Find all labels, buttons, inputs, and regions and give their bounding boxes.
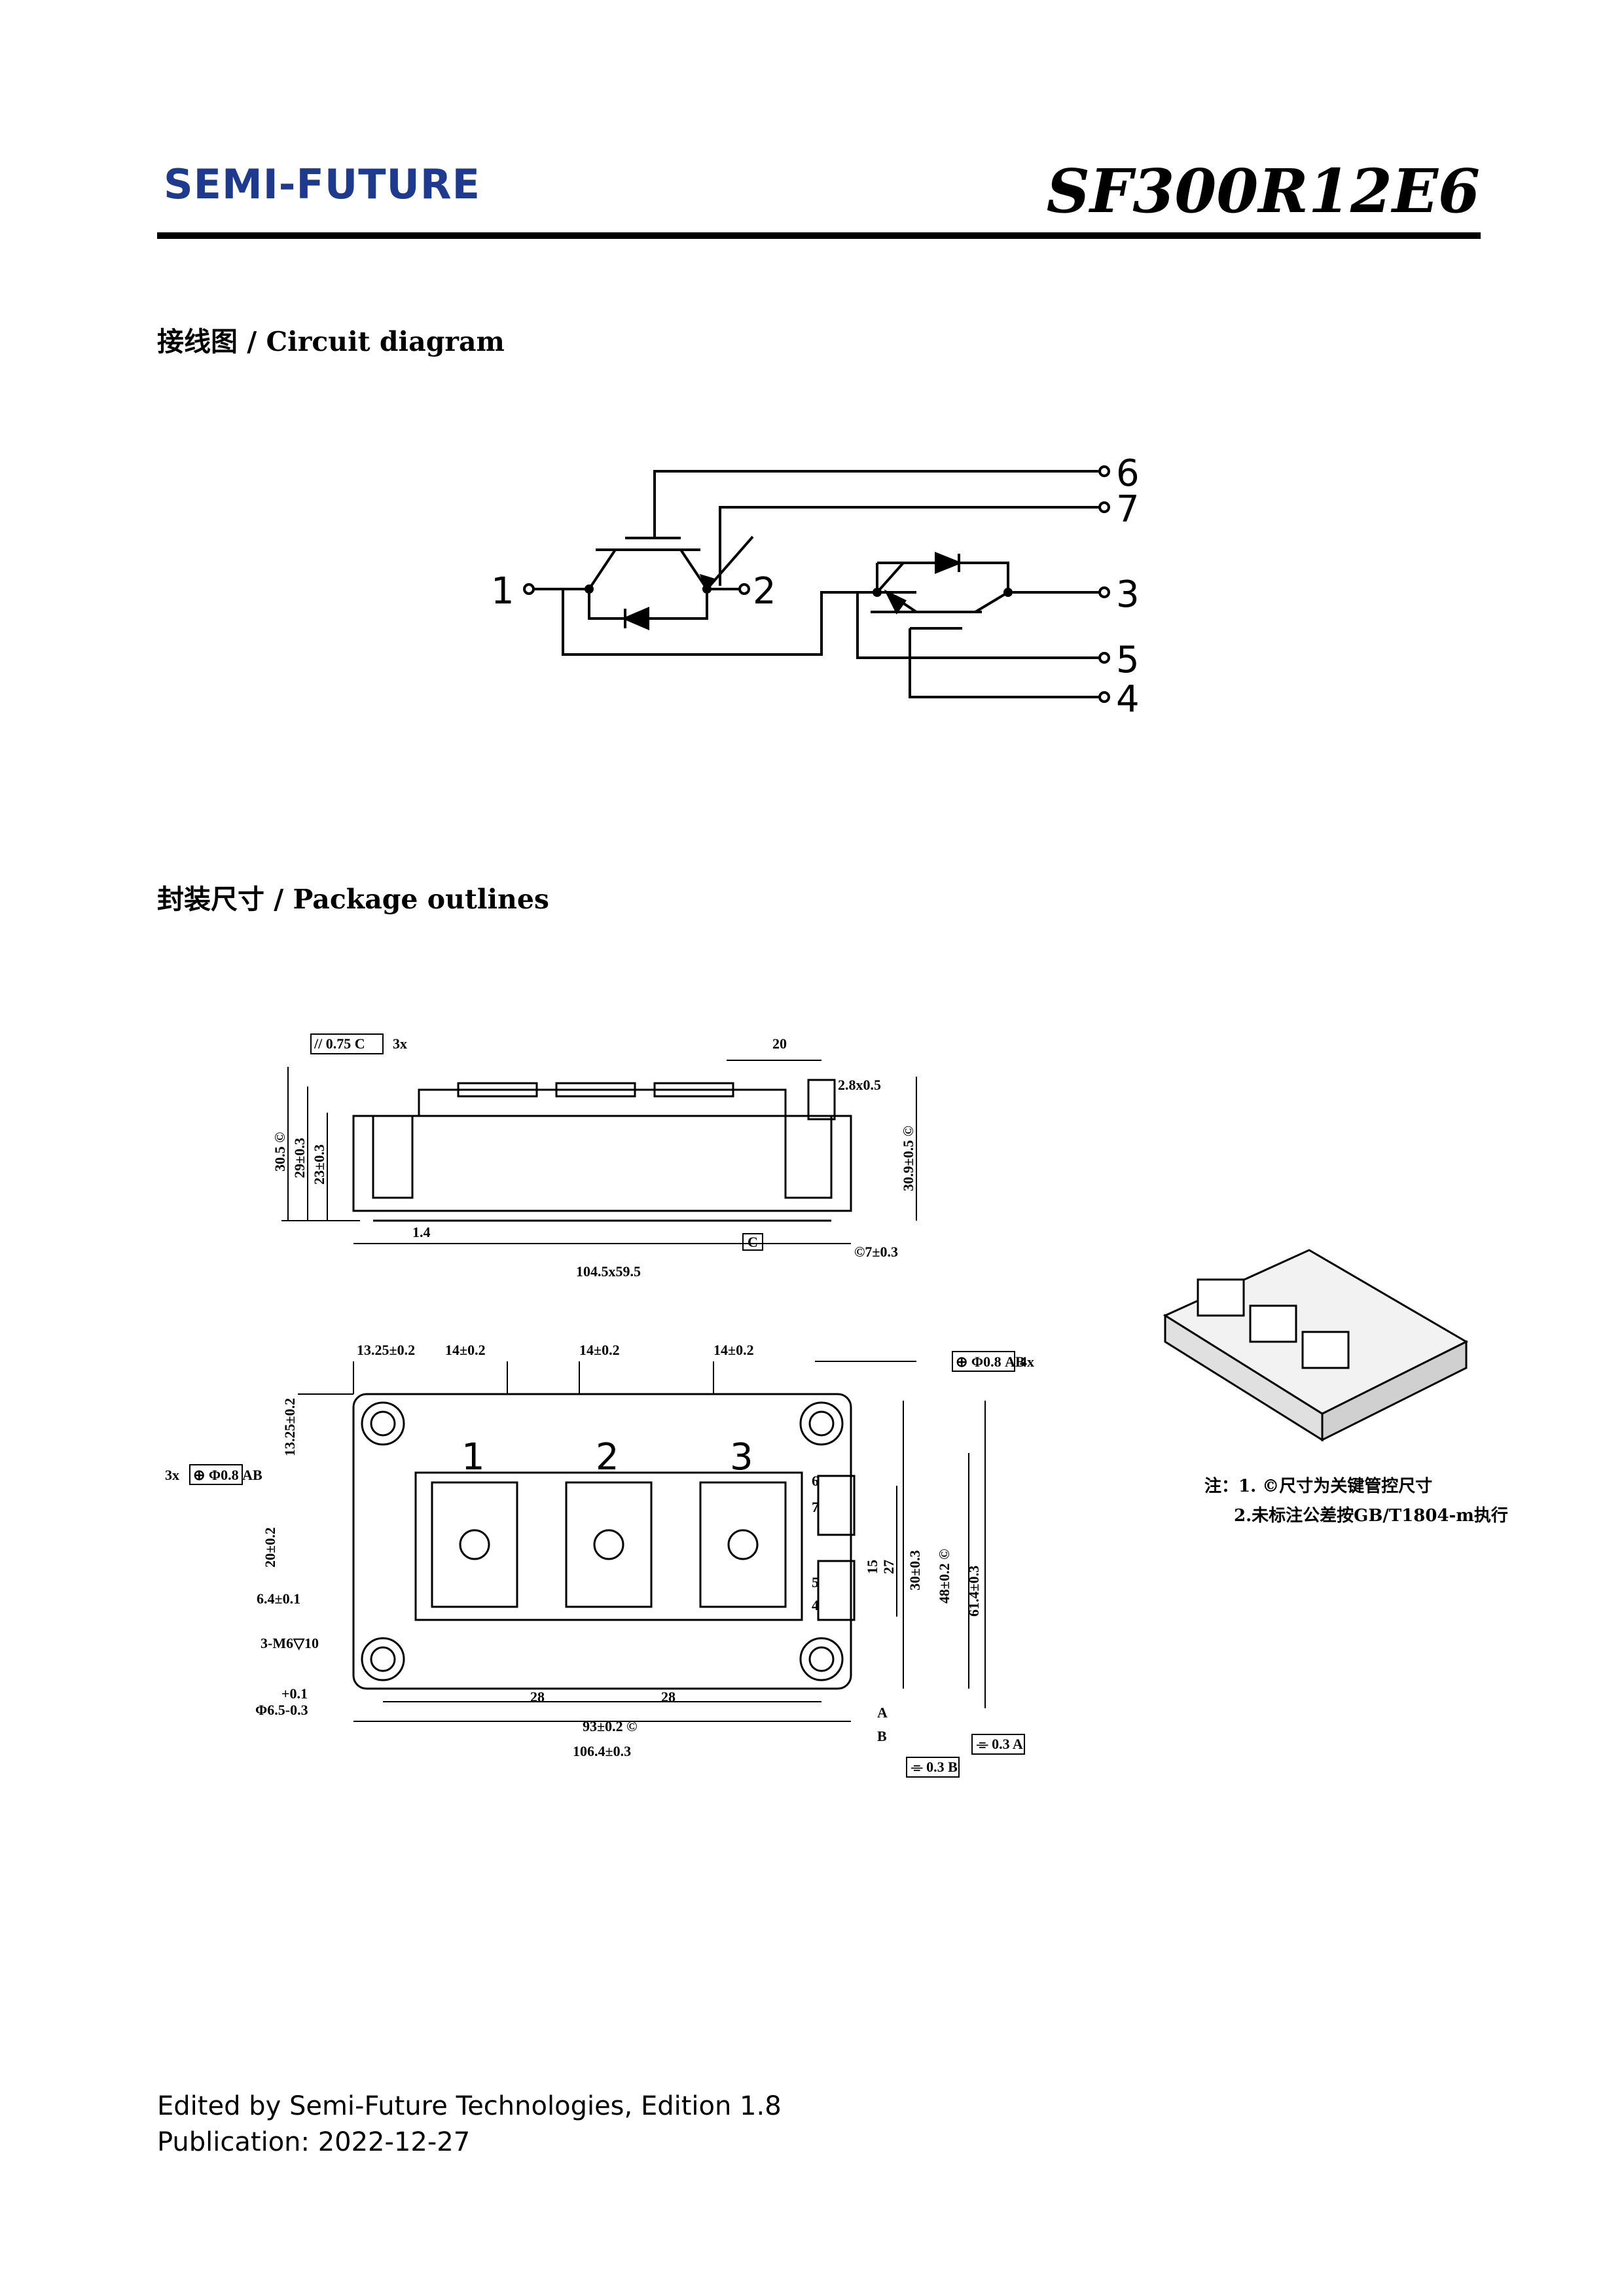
dim-28-b: 28 <box>661 1689 676 1705</box>
dim-hole: Φ6.5-0.3 <box>255 1702 308 1718</box>
pkg-pin-6: 6 <box>812 1473 819 1489</box>
dim-106: 106.4±0.3 <box>573 1743 631 1759</box>
sym-a: ⌯ 0.3 A <box>977 1736 1023 1752</box>
dim-15: 15 <box>864 1560 880 1574</box>
count-3x: 3x <box>165 1467 179 1483</box>
dim-30: 30±0.3 <box>907 1550 923 1590</box>
pin-3-label: 3 <box>1116 573 1140 616</box>
dim-30-5: 30.5 © <box>272 1132 288 1172</box>
dim-27: 27 <box>880 1560 897 1574</box>
dim-13-25-h: 13.25±0.2 <box>357 1342 415 1358</box>
datum-b: B <box>877 1728 887 1744</box>
pin-2-label: 2 <box>753 570 776 613</box>
pkg-pin-5: 5 <box>812 1574 819 1590</box>
dim-23: 23±0.3 <box>311 1144 327 1185</box>
pos-tol-4x: ⊕ Φ0.8 AB <box>956 1354 1025 1370</box>
package-side-view: // 0.75 C 3x 20 2.8x0.5 30.5 © 29±0.3 23… <box>272 1033 917 1280</box>
dim-hole-tol: +0.1 <box>281 1685 308 1702</box>
dim-1-4: 1.4 <box>412 1224 431 1240</box>
dim-14-a: 14±0.2 <box>445 1342 486 1358</box>
dim-20: 20 <box>772 1035 787 1052</box>
brand-logo: SEMI-FUTURE <box>164 160 480 208</box>
dim-104: 104.5x59.5 <box>576 1263 641 1280</box>
note-line-1: 注：1. ©尺寸为关键管控尺寸 <box>1204 1477 1433 1496</box>
dim-14-b: 14±0.2 <box>579 1342 620 1358</box>
dim-2-8: 2.8x0.5 <box>838 1077 881 1093</box>
dim-29: 29±0.3 <box>291 1138 308 1178</box>
pkg-pin-1: 1 <box>461 1436 485 1479</box>
dim-flatness-count: 3x <box>393 1035 407 1052</box>
dim-20-v: 20±0.2 <box>262 1527 278 1568</box>
dim-13-25-v: 13.25±0.2 <box>281 1398 298 1456</box>
dim-48: 48±0.2 © <box>936 1549 952 1604</box>
pkg-pin-3: 3 <box>730 1436 753 1479</box>
pkg-pin-4: 4 <box>812 1597 819 1613</box>
dim-28-a: 28 <box>530 1689 545 1705</box>
dim-flatness: // 0.75 C <box>314 1035 365 1052</box>
module-3d-image <box>1163 1249 1469 1442</box>
dim-14-c: 14±0.2 <box>713 1342 754 1358</box>
circuit-diagram: 1 2 3 4 5 6 7 <box>491 452 1140 721</box>
datum-a: A <box>877 1704 888 1721</box>
footer-edition: Edited by Semi-Future Technologies, Edit… <box>157 2091 782 2121</box>
part-number: SF300R12E6 <box>1046 156 1480 226</box>
package-top-view: 13.25±0.2 14±0.2 14±0.2 14±0.2 13.25±0.2… <box>165 1342 1034 1778</box>
pin-4-label: 4 <box>1116 678 1140 721</box>
pin-5-label: 5 <box>1116 639 1140 681</box>
sym-b: ⌯ 0.3 B <box>911 1759 958 1775</box>
pkg-pin-2: 2 <box>596 1436 619 1479</box>
header-rule <box>157 232 1481 239</box>
datum-c: C <box>748 1234 758 1250</box>
dim-30-9: 30.9±0.5 © <box>900 1126 916 1191</box>
dim-61-4: 61.4±0.3 <box>965 1566 982 1617</box>
dim-7: ©7±0.3 <box>854 1244 898 1260</box>
pos-tol-3x: ⊕ Φ0.8 AB <box>193 1467 262 1483</box>
dim-m6: 3-M6▽10 <box>261 1635 319 1651</box>
dim-6-4: 6.4±0.1 <box>257 1590 300 1607</box>
count-4x: 4x <box>1020 1354 1034 1370</box>
pin-7-label: 7 <box>1116 488 1140 531</box>
note-line-2: 2.未标注公差按GB/T1804-m执行 <box>1234 1506 1508 1526</box>
footer-publication: Publication: 2022-12-27 <box>157 2127 471 2157</box>
pin-6-label: 6 <box>1116 452 1140 495</box>
dim-93: 93±0.2 © <box>583 1718 638 1734</box>
package-outlines-title: 封装尺寸 / Package outlines <box>157 884 550 915</box>
pkg-pin-7: 7 <box>812 1499 819 1515</box>
pin-1-label: 1 <box>491 570 514 613</box>
circuit-diagram-title: 接线图 / Circuit diagram <box>157 326 505 357</box>
